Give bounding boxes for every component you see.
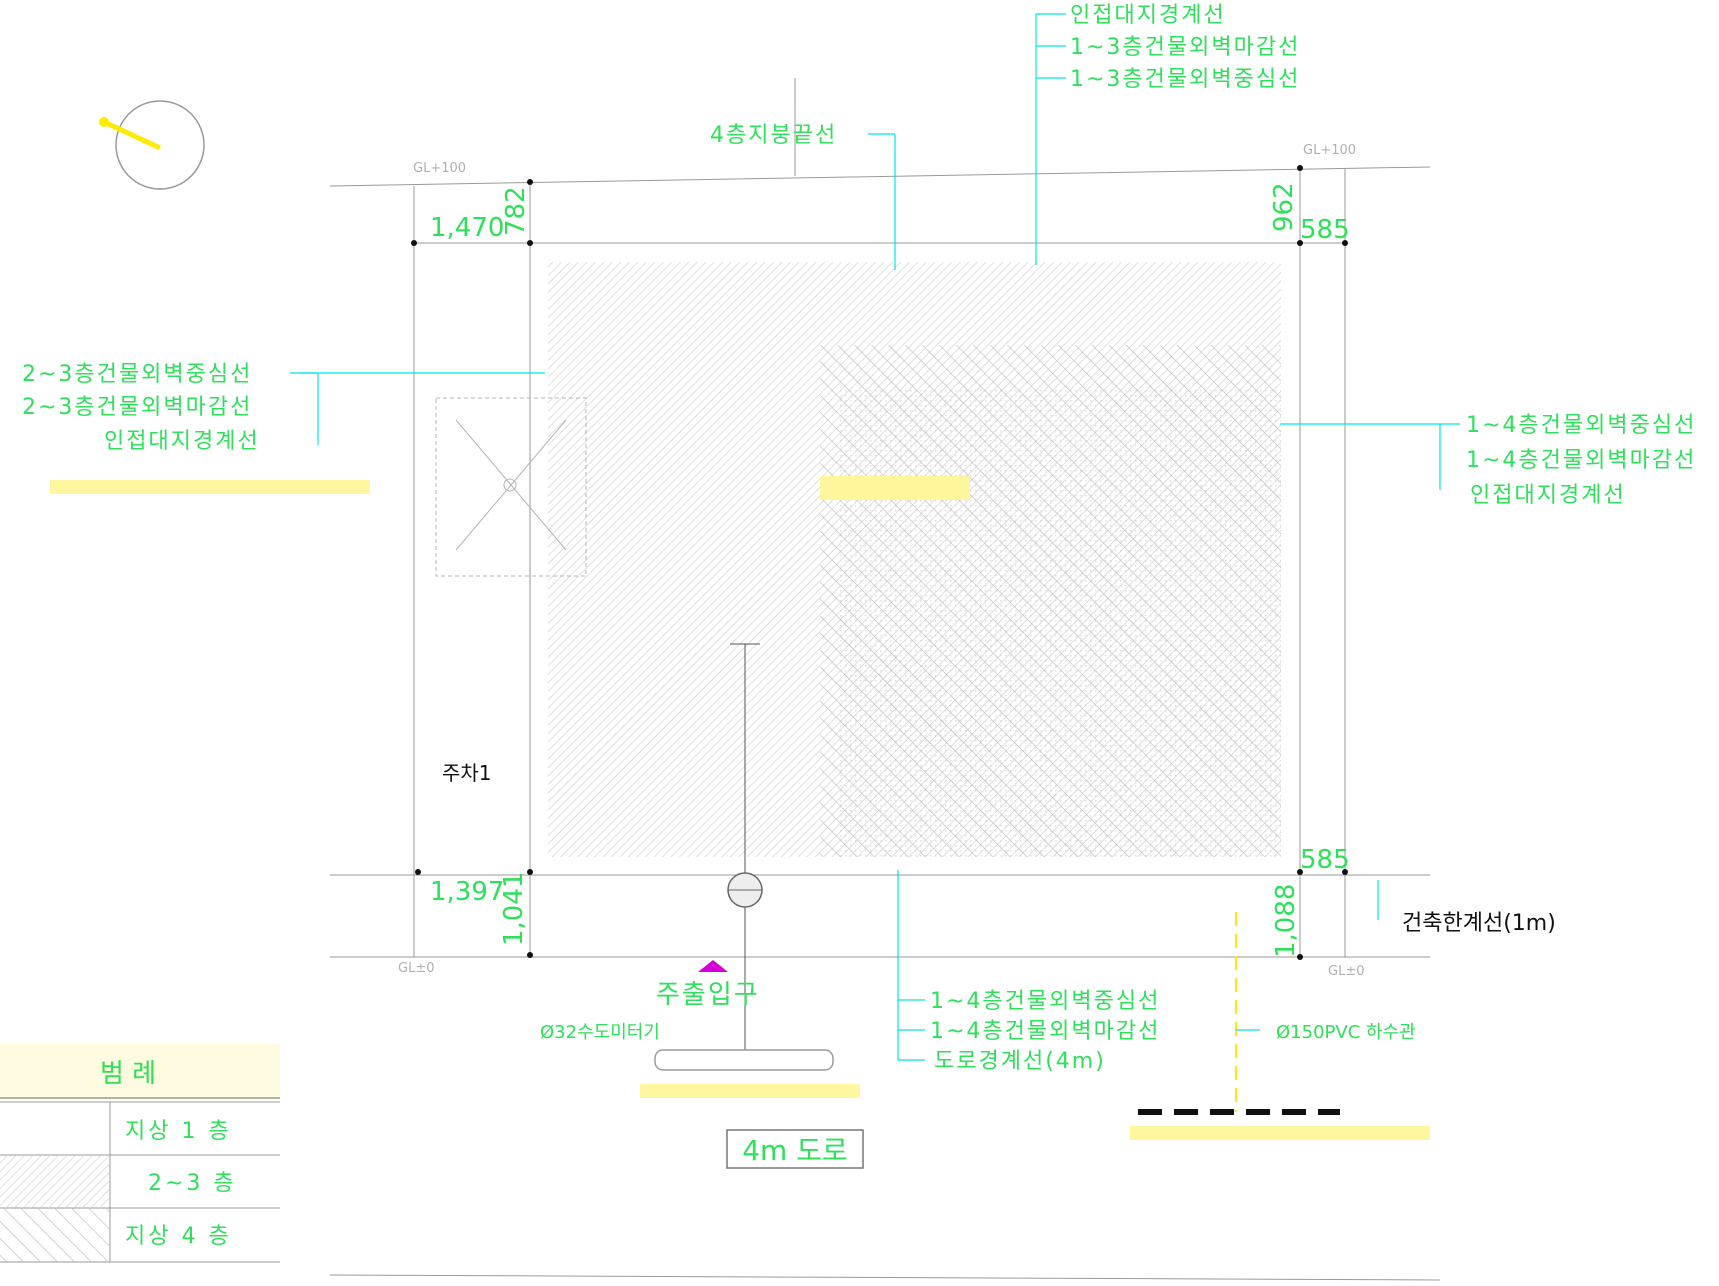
- dim-top-right-v: 962: [1269, 182, 1299, 232]
- label-main-entrance: 주출입구: [656, 980, 760, 1010]
- gl-top-left: GL+100: [413, 161, 466, 176]
- dim-top-left-h: 1,470: [430, 213, 504, 243]
- black-labels: 주차1 건축한계선(1m): [442, 761, 1556, 936]
- road-label: 4m 도로: [726, 1129, 864, 1169]
- dim-bottom-right-h: 585: [1300, 845, 1350, 875]
- label-left-boundary: 인접대지경계선: [104, 429, 260, 454]
- sewer-line: [1138, 912, 1340, 1115]
- legend: 범 례 지상 1 층 2~3 층 지상 4 층: [0, 1044, 280, 1263]
- label-parking: 주차1: [442, 761, 492, 785]
- legend-swatch-floor-2-3: [0, 1155, 110, 1208]
- dimension-labels: 1,470 782 962 585 585 1,397 1,041 1,088: [430, 182, 1350, 958]
- legend-row-2: 2~3 층: [148, 1171, 237, 1196]
- ground-level-marks: GL+100 GL+100 GL±0 GL±0: [398, 143, 1364, 979]
- gl-top-right: GL+100: [1303, 143, 1356, 158]
- north-arrow-icon: [98, 100, 205, 190]
- label-building-limit: 건축한계선(1m): [1402, 911, 1556, 936]
- stair-void: [435, 397, 587, 577]
- label-bottom-wall-finish: 1~4층건물외벽마감선: [930, 1019, 1160, 1044]
- label-roof-edge: 4층지붕끝선: [710, 123, 837, 148]
- label-top-boundary: 인접대지경계선: [1070, 3, 1226, 28]
- gl-bottom-left: GL±0: [398, 961, 434, 976]
- gl-bottom-right: GL±0: [1328, 964, 1364, 979]
- label-water-meter: Ø32수도미터기: [540, 1022, 660, 1043]
- entrance-axis: [654, 643, 834, 1071]
- label-road-boundary: 도로경계선(4m): [934, 1049, 1106, 1074]
- label-bottom-wall-center: 1~4층건물외벽중심선: [930, 989, 1160, 1014]
- site-boundary: [329, 78, 1441, 1281]
- legend-row-1: 지상 1 층: [125, 1119, 232, 1144]
- legend-swatch-floor-4: [0, 1208, 110, 1262]
- label-top-wall-center: 1~3층건물외벽중심선: [1070, 67, 1300, 92]
- label-top-wall-finish: 1~3층건물외벽마감선: [1070, 35, 1300, 60]
- dimension-points: [411, 165, 1348, 960]
- leader-lines: [290, 13, 1460, 1061]
- dim-top-left-v: 782: [501, 186, 531, 236]
- label-left-wall-finish: 2~3층건물외벽마감선: [22, 395, 252, 420]
- yellow-notes: [50, 476, 1430, 1140]
- label-right-boundary: 인접대지경계선: [1470, 483, 1626, 508]
- label-right-wall-center: 1~4층건물외벽중심선: [1466, 413, 1696, 438]
- entrance-marker-icon: [698, 960, 728, 972]
- label-left-wall-center: 2~3층건물외벽중심선: [22, 362, 252, 387]
- road-label-text: 4m 도로: [742, 1134, 848, 1167]
- dim-top-right-h: 585: [1300, 215, 1350, 245]
- label-sewer-pipe: Ø150PVC 하수관: [1276, 1022, 1416, 1043]
- dim-bottom-left-v: 1,041: [499, 872, 529, 946]
- label-right-wall-finish: 1~4층건물외벽마감선: [1466, 448, 1696, 473]
- annotation-labels: 인접대지경계선 1~3층건물외벽마감선 1~3층건물외벽중심선 4층지붕끝선 2…: [22, 3, 1696, 1074]
- legend-title: 범 례: [100, 1059, 156, 1089]
- dim-bottom-right-v: 1,088: [1271, 884, 1301, 958]
- legend-row-3: 지상 4 층: [125, 1224, 232, 1249]
- dim-bottom-left-h: 1,397: [430, 877, 504, 907]
- floor-4-dots: [840, 390, 1281, 857]
